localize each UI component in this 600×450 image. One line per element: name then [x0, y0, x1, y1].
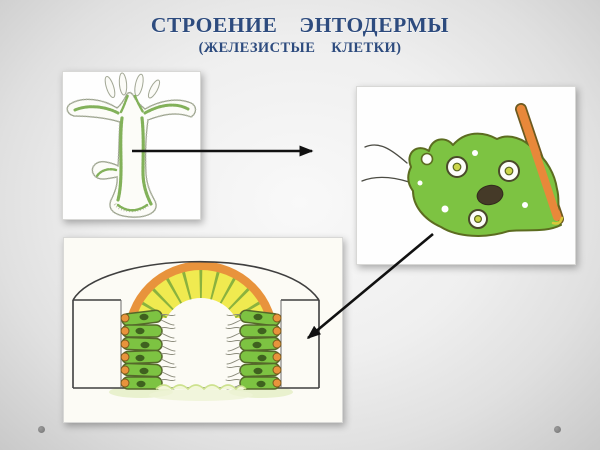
endoderm-section-illustration [72, 260, 320, 401]
slide-title: СТРОЕНИЕ ЭНТОДЕРМЫ [150, 13, 450, 37]
hydra-illustration [66, 72, 197, 219]
endoderm-cell-columns [120, 309, 282, 390]
slide-subtitle: (ЖЕЛЕЗИСТЫЕ КЛЕТКИ) [198, 39, 402, 56]
hydra-body-outline [66, 92, 197, 218]
gland-cell-vacuoles [420, 152, 520, 229]
gland-cell-nucleus [476, 184, 504, 206]
gland-cell-illustration [361, 103, 564, 237]
figure-gland-cell [356, 86, 576, 265]
figure-endoderm-section [63, 237, 343, 423]
slide-footer-dot-right [554, 426, 561, 433]
figure-hydra-section [62, 71, 201, 220]
slide-footer-dot-left [38, 426, 45, 433]
slide-title-block: СТРОЕНИЕ ЭНТОДЕРМЫ (ЖЕЛЕЗИСТЫЕ КЛЕТКИ) [0, 13, 600, 57]
